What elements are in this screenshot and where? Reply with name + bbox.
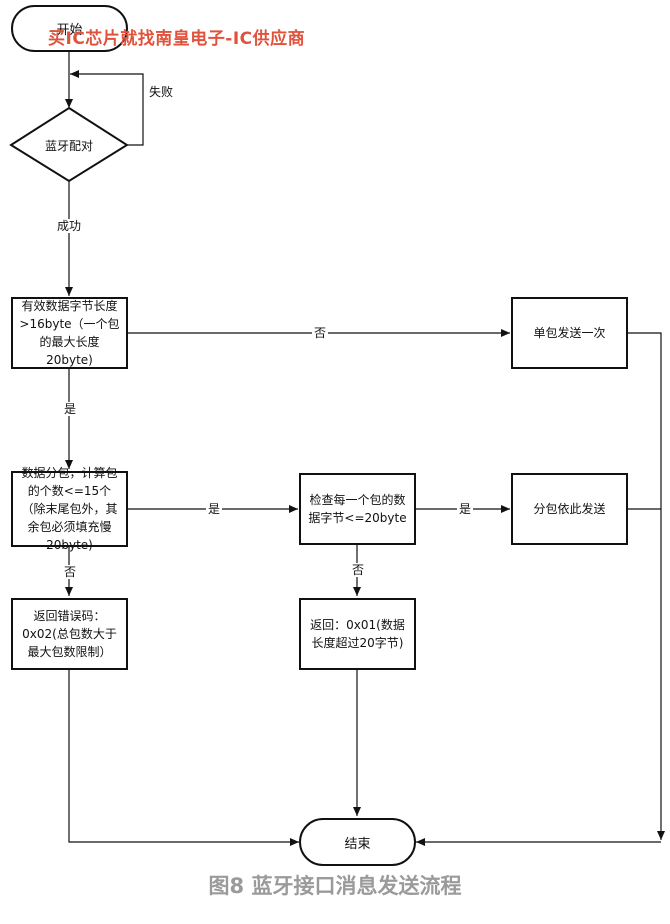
edge-single-right [628, 332, 665, 840]
check-each-box: 检查每一个包的数据字节<=20byte [299, 473, 416, 545]
watermark: 买IC芯片就找南皇电子-IC供应商 [48, 29, 306, 49]
fail-edge-label: 失败 [147, 85, 176, 99]
no-single-edge-label: 否 [312, 326, 329, 340]
split-send-box: 分包依此发送 [511, 473, 628, 545]
yes-split-edge-label: 是 [62, 402, 79, 416]
return-0x02-label: 返回错误码：0x02(总包数大于最大包数限制） [22, 609, 117, 659]
split-packets-label: 数据分包，计算包的个数<=15个（除末尾包外，其余包必须填充慢20byte) [21, 466, 118, 552]
check-each-label: 检查每一个包的数据字节<=20byte [308, 493, 407, 525]
decision-diamond [9, 106, 129, 183]
single-send-box: 单包发送一次 [511, 297, 628, 369]
yes-check-edge-label: 是 [206, 502, 223, 516]
return-0x01-box: 返回：0x01(数据长度超过20字节) [299, 598, 416, 670]
return-0x01-label: 返回：0x01(数据长度超过20字节) [310, 618, 405, 650]
edge-0x02-to-end [68, 670, 299, 846]
split-packets-box: 数据分包，计算包的个数<=15个（除末尾包外，其余包必须填充慢20byte) [11, 466, 128, 552]
split-send-label: 分包依此发送 [533, 502, 606, 516]
start-terminal: 开始 [11, 5, 128, 52]
check-length-label: 有效数据字节长度>16byte（一个包的最大长度20byte) [19, 299, 120, 367]
end-terminal: 结束 [299, 818, 416, 866]
check-length-box: 有效数据字节长度>16byte（一个包的最大长度20byte) [11, 297, 128, 369]
yes-send-edge-label: 是 [457, 502, 474, 516]
pairing-label: 蓝牙配对 [44, 139, 93, 153]
edge-fail-loop [70, 70, 144, 146]
figure-caption: 图8 蓝牙接口消息发送流程 [208, 874, 462, 898]
success-edge-label: 成功 [55, 219, 84, 233]
end-label: 结束 [344, 836, 371, 852]
no-0x02-edge-label: 否 [62, 565, 79, 579]
start-label: 开始 [56, 23, 83, 38]
no-0x01-edge-label: 否 [350, 563, 367, 577]
return-0x02-box: 返回错误码：0x02(总包数大于最大包数限制） [11, 598, 128, 670]
single-send-label: 单包发送一次 [533, 326, 606, 340]
